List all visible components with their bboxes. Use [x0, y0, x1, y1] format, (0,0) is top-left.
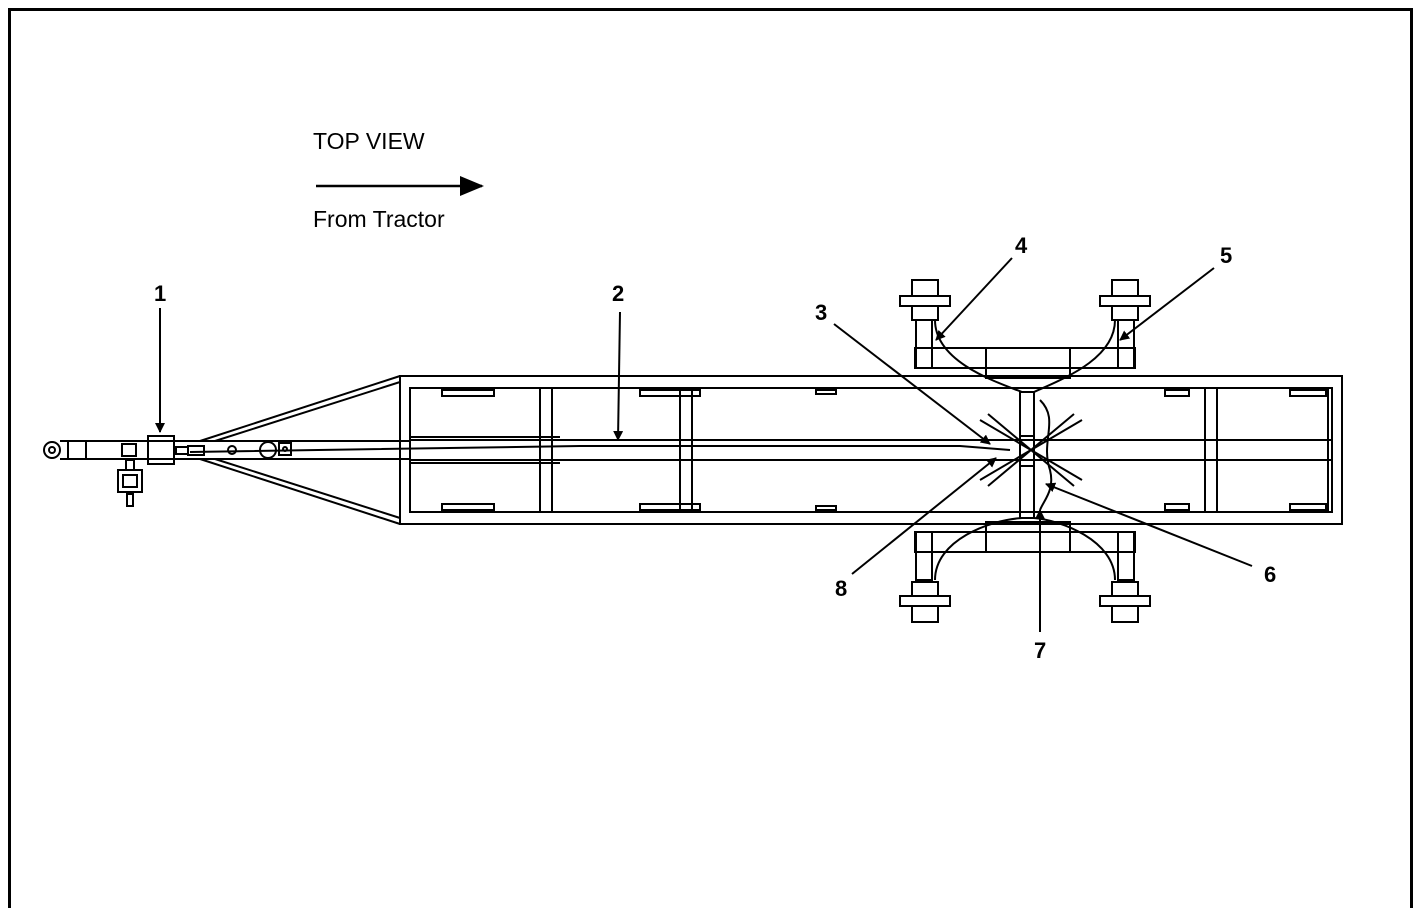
callout-leaders: [155, 257, 1253, 632]
tongue-assembly: [43, 375, 1011, 525]
callout-2: 2: [612, 281, 625, 306]
axle-assembly: [899, 279, 1151, 623]
callout-7: 7: [1034, 638, 1047, 663]
callout-5: 5: [1220, 243, 1233, 268]
direction-label: From Tractor: [313, 206, 445, 232]
diagram-title: TOP VIEW: [313, 128, 425, 154]
callout-8: 8: [835, 576, 848, 601]
trailer-frame: [399, 375, 1343, 525]
callout-1: 1: [154, 281, 167, 306]
figure-frame: [8, 8, 1413, 908]
callout-3: 3: [815, 300, 828, 325]
callout-4: 4: [1015, 233, 1028, 258]
callout-6: 6: [1264, 562, 1277, 587]
